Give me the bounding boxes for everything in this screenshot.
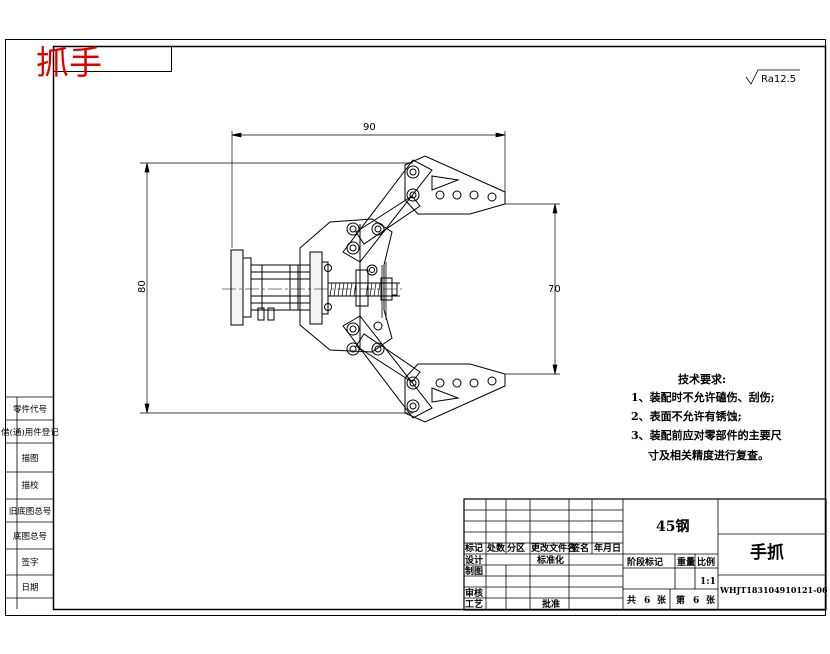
sheet-info: 6 [644, 596, 650, 606]
side-label: 描校 [21, 480, 39, 491]
tech-item: 3、装配前应对零部件的主要尺 [631, 428, 782, 442]
drawing-number: WHJT183104910121-06 [719, 585, 828, 595]
approve-label: 批准 [542, 598, 560, 610]
pin-joints [346, 165, 420, 413]
main-body [299, 218, 393, 353]
col-header: 标记 [464, 542, 483, 554]
base-plate [230, 249, 244, 326]
weight-label: 重量 [677, 556, 695, 568]
tech-item: 2、表面不允许有锈蚀; [631, 409, 742, 423]
row-label: 设计 [465, 554, 483, 566]
side-binding-column [5, 396, 53, 609]
lower-jaw [404, 363, 506, 423]
side-labels: 零件代号 借(通)用件登记 描图 描校 旧底图总号 底图总号 签字 日期 [1, 404, 59, 593]
col-header: 更改文件名 [531, 542, 576, 554]
col-header: 处数 [486, 542, 506, 554]
scale-value: 1:1 [700, 577, 716, 587]
roughness-value: Ra12.5 [761, 74, 796, 85]
title-block [463, 498, 827, 611]
row-label: 工艺 [465, 598, 483, 610]
part-name: 手抓 [750, 542, 784, 563]
lower-link [342, 315, 433, 419]
side-label: 签字 [21, 557, 38, 568]
sheet-info: 第 [676, 594, 685, 606]
sheet-info: 6 [693, 596, 699, 606]
upper-jaw [404, 155, 506, 215]
tech-item: 1、装配时不允许磕伤、刮伤; [631, 390, 775, 404]
stage-label: 阶段标记 [627, 556, 663, 568]
side-label: 零件代号 [13, 404, 47, 415]
sheet-info: 张 [706, 594, 716, 606]
dim-width: 90 [363, 122, 376, 133]
sheet-info: 张 [657, 594, 667, 606]
side-label: 借(通)用件登记 [1, 427, 59, 438]
title-block-text: 45钢 手抓 WHJT183104910121-06 1:1 标记 处数 分区 … [464, 518, 828, 610]
scale-label: 比例 [697, 556, 715, 568]
side-label: 描图 [21, 453, 38, 464]
dim-jaw-opening: 70 [548, 284, 561, 295]
side-label: 旧底图总号 [9, 506, 52, 517]
upper-link [342, 159, 433, 263]
col-header: 年月日 [594, 542, 621, 554]
tech-item: 寸及相关精度进行复查。 [648, 448, 769, 462]
side-label: 日期 [21, 583, 38, 593]
roughness-symbol: Ra12.5 [745, 69, 800, 85]
tech-requirements: 技术要求: 1、装配时不允许磕伤、刮伤; 2、表面不允许有锈蚀; 3、装配前应对… [631, 372, 782, 462]
sheet-info: 共 [627, 594, 636, 606]
side-label: 底图总号 [13, 531, 47, 542]
header-stamp: 抓手 [36, 43, 102, 82]
flange [309, 251, 323, 325]
material: 45钢 [656, 518, 689, 535]
dimension-lines [140, 131, 560, 414]
row-label: 审核 [465, 587, 483, 599]
tech-title: 技术要求: [678, 372, 726, 386]
col-header: 分区 [507, 542, 525, 554]
col-header: 签名 [570, 542, 589, 554]
sheet-frame [5, 39, 827, 616]
dim-height: 80 [137, 280, 148, 293]
standardize-label: 标准化 [536, 554, 564, 566]
row-label: 制图 [465, 565, 483, 577]
gripper-drawing [222, 155, 506, 423]
